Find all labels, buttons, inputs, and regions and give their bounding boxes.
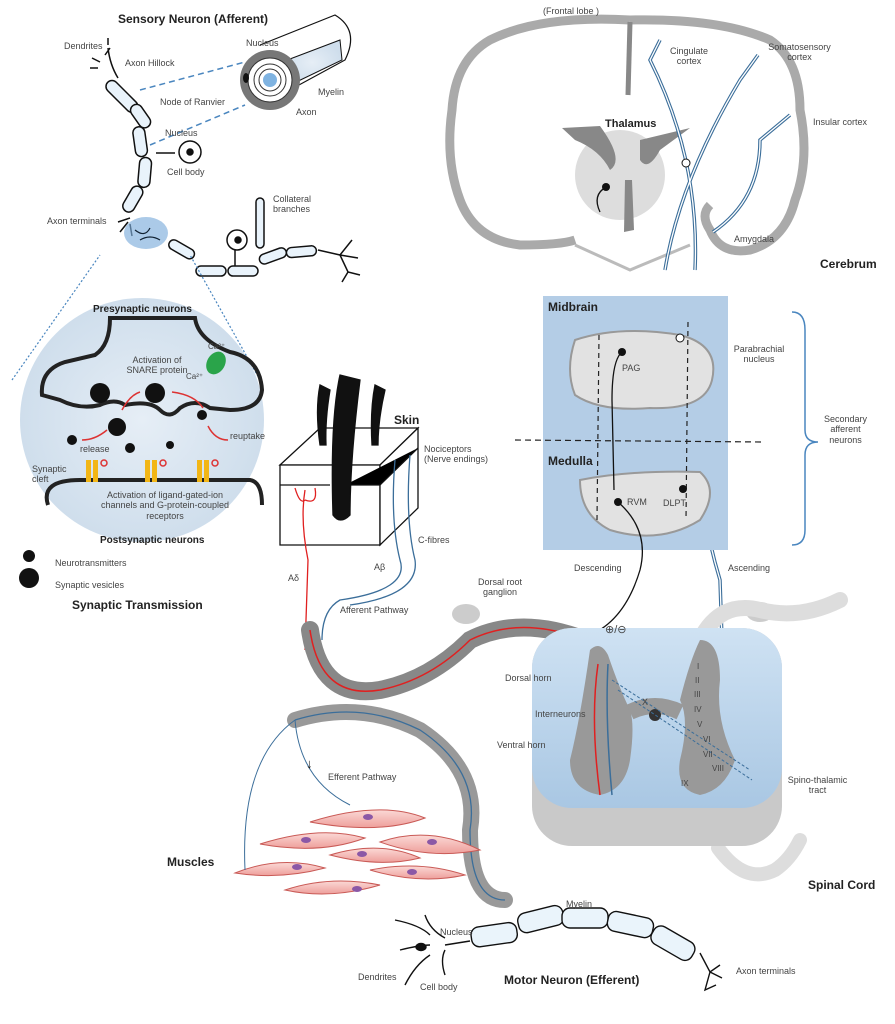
label-cross-section-nucleus: Nucleus <box>246 38 279 48</box>
label-midbrain: Midbrain <box>548 300 598 314</box>
label-a-delta: Aδ <box>288 573 300 583</box>
lamina-VII: VII <box>703 750 713 759</box>
label-release: release <box>80 444 110 454</box>
lamina-V: V <box>697 720 703 729</box>
label-cell-body: Cell body <box>167 167 205 177</box>
synaptic-transmission-title: Synaptic Transmission <box>72 598 203 612</box>
label-ca-top: Ca²⁺ <box>208 342 226 351</box>
label-parabrachial-nucleus: Parabrachial nucleus <box>733 344 785 365</box>
label-axon-hillock: Axon Hillock <box>125 58 175 68</box>
spinal-cord-title: Spinal Cord <box>808 878 876 892</box>
label-efferent-pathway: Efferent Pathway <box>328 772 397 782</box>
label-rvm: RVM <box>627 497 647 507</box>
label-interneurons: Interneurons <box>535 709 586 719</box>
sensory-neuron-drawing <box>90 38 361 283</box>
label-collateral-branches: Collateral branches <box>273 194 312 215</box>
cerebrum-drawing <box>445 14 809 272</box>
spinal-nerve-roots <box>287 592 848 908</box>
cerebrum-title: Cerebrum <box>820 257 877 271</box>
skin-title: Skin <box>394 413 420 427</box>
label-nociceptors: Nociceptors (Nerve endings) <box>424 444 489 465</box>
label-c-fibres: C-fibres <box>418 535 450 545</box>
label-descending: Descending <box>574 563 622 573</box>
label-synaptic-cleft: Synaptic cleft <box>32 464 67 485</box>
label-dendrites: Dendrites <box>64 41 103 51</box>
brainstem-drawing <box>514 296 819 636</box>
label-receptors: Activation of ligand-gated-ion channels … <box>100 490 230 521</box>
label-a-beta: Aβ <box>374 562 386 572</box>
label-node-of-ranvier: Node of Ranvier <box>160 97 226 107</box>
label-snare: Activation of SNARE protein <box>126 355 188 376</box>
lamina-III: III <box>694 690 701 699</box>
label-ventral-horn: Ventral horn <box>497 740 546 750</box>
label-ascending: Ascending <box>728 563 771 573</box>
motor-neuron-drawing <box>394 904 723 992</box>
label-medulla: Medulla <box>548 454 593 468</box>
lamina-II: II <box>695 676 700 685</box>
lamina-VI: VI <box>703 735 711 744</box>
label-motor-myelin: Myelin <box>566 899 593 909</box>
lamina-IX: IX <box>681 779 689 788</box>
label-reuptake: reuptake <box>230 431 266 441</box>
label-central-canal: X <box>642 697 649 707</box>
axon-cross-section <box>240 14 352 110</box>
motor-neuron-title: Motor Neuron (Efferent) <box>504 973 640 987</box>
skin-drawing <box>278 374 420 651</box>
label-ca-bottom: Ca²⁺ <box>186 372 204 381</box>
label-motor-dendrites: Dendrites <box>358 972 397 982</box>
presynaptic-title: Presynaptic neurons <box>93 304 192 315</box>
label-nucleus: Nucleus <box>165 128 198 138</box>
postsynaptic-title: Postsynaptic neurons <box>100 535 205 546</box>
label-dorsal-horn: Dorsal horn <box>505 673 552 683</box>
label-thalamus: Thalamus <box>605 118 657 130</box>
legend-neurotransmitters: Neurotransmitters <box>55 558 127 568</box>
label-afferent-pathway: Afferent Pathway <box>340 605 409 615</box>
label-somatosensory-cortex: Somatosensory cortex <box>768 42 831 63</box>
label-dlpt: DLPT <box>663 498 687 508</box>
lamina-IV: IV <box>694 705 702 714</box>
label-motor-axon-terminals: Axon terminals <box>736 966 796 976</box>
label-motor-nucleus: Nucleus <box>440 927 473 937</box>
label-modulation: ⊕/⊖ <box>605 624 627 636</box>
label-motor-cell-body: Cell body <box>420 982 458 992</box>
spinal-cord-drawing <box>532 628 782 846</box>
label-cingulate-cortex: Cingulate cortex <box>669 46 709 67</box>
label-pag: PAG <box>622 363 641 373</box>
label-frontal-lobe: (Frontal lobe ) <box>543 6 600 16</box>
efferent-arrow-icon: ↓ <box>306 756 313 771</box>
lamina-VIII: VIII <box>712 764 725 773</box>
synapse-drawing <box>19 298 265 588</box>
label-dorsal-root-ganglion: Dorsal root ganglion <box>477 577 522 598</box>
label-secondary-afferent-neurons: Secondary afferent neurons <box>823 414 868 445</box>
label-axon-terminals: Axon terminals <box>47 216 107 226</box>
legend-synaptic-vesicles: Synaptic vesicles <box>55 580 125 590</box>
muscles-title: Muscles <box>167 855 215 869</box>
label-cross-section-axon: Axon <box>296 107 317 117</box>
label-insular-cortex: Insular cortex <box>813 117 868 127</box>
label-spinothalamic-tract: Spino-thalamic tract <box>787 775 848 796</box>
label-amygdala: Amygdala <box>734 234 775 244</box>
muscle-cells <box>233 809 482 895</box>
lamina-I: I <box>697 662 700 671</box>
label-cross-section-myelin: Myelin <box>318 87 345 97</box>
sensory-neuron-title: Sensory Neuron (Afferent) <box>118 12 269 26</box>
